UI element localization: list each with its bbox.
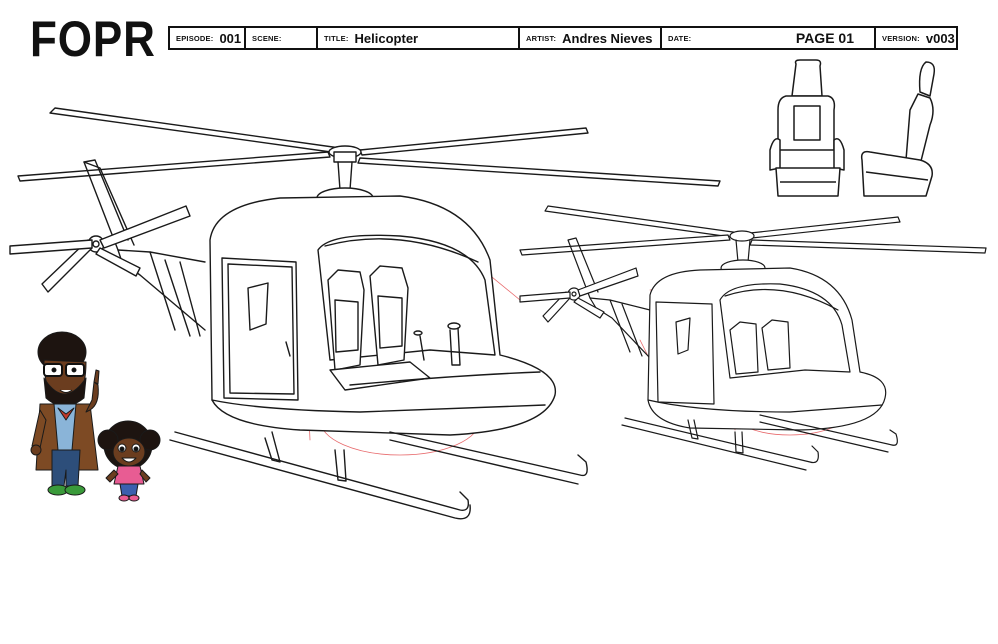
dad-character-icon <box>30 331 100 496</box>
title-cell: TITLE: Helicopter <box>318 28 520 48</box>
version-cell: VERSION: v003 <box>876 28 956 48</box>
artist-label: ARTIST: <box>526 33 557 43</box>
helicopter-small-icon <box>519 205 987 471</box>
version-value: v003 <box>925 30 955 46</box>
episode-cell: EPISODE: 001 <box>170 28 246 48</box>
scene-cell: SCENE: <box>246 28 318 48</box>
seat-front-icon <box>769 59 845 197</box>
show-logo: FOPR <box>30 11 156 67</box>
title-value: Helicopter <box>354 30 419 46</box>
girl-character-icon <box>97 420 161 502</box>
artist-value: Andres Nieves <box>562 30 653 46</box>
helicopter-large-icon <box>9 107 721 520</box>
title-block: EPISODE: 001 SCENE: TITLE: Helicopter AR… <box>168 26 958 50</box>
page-number: PAGE 01 <box>795 30 854 46</box>
title-label: TITLE: <box>324 33 349 43</box>
scene-label: SCENE: <box>252 33 282 43</box>
artist-cell: ARTIST: Andres Nieves <box>520 28 662 48</box>
version-label: VERSION: <box>882 33 920 43</box>
episode-value: 001 <box>219 30 242 46</box>
seat-side-icon <box>860 61 936 197</box>
characters-icon <box>30 331 161 502</box>
date-label: DATE: <box>668 33 692 43</box>
episode-label: EPISODE: <box>176 33 214 43</box>
date-cell: DATE: PAGE 01 <box>662 28 876 48</box>
